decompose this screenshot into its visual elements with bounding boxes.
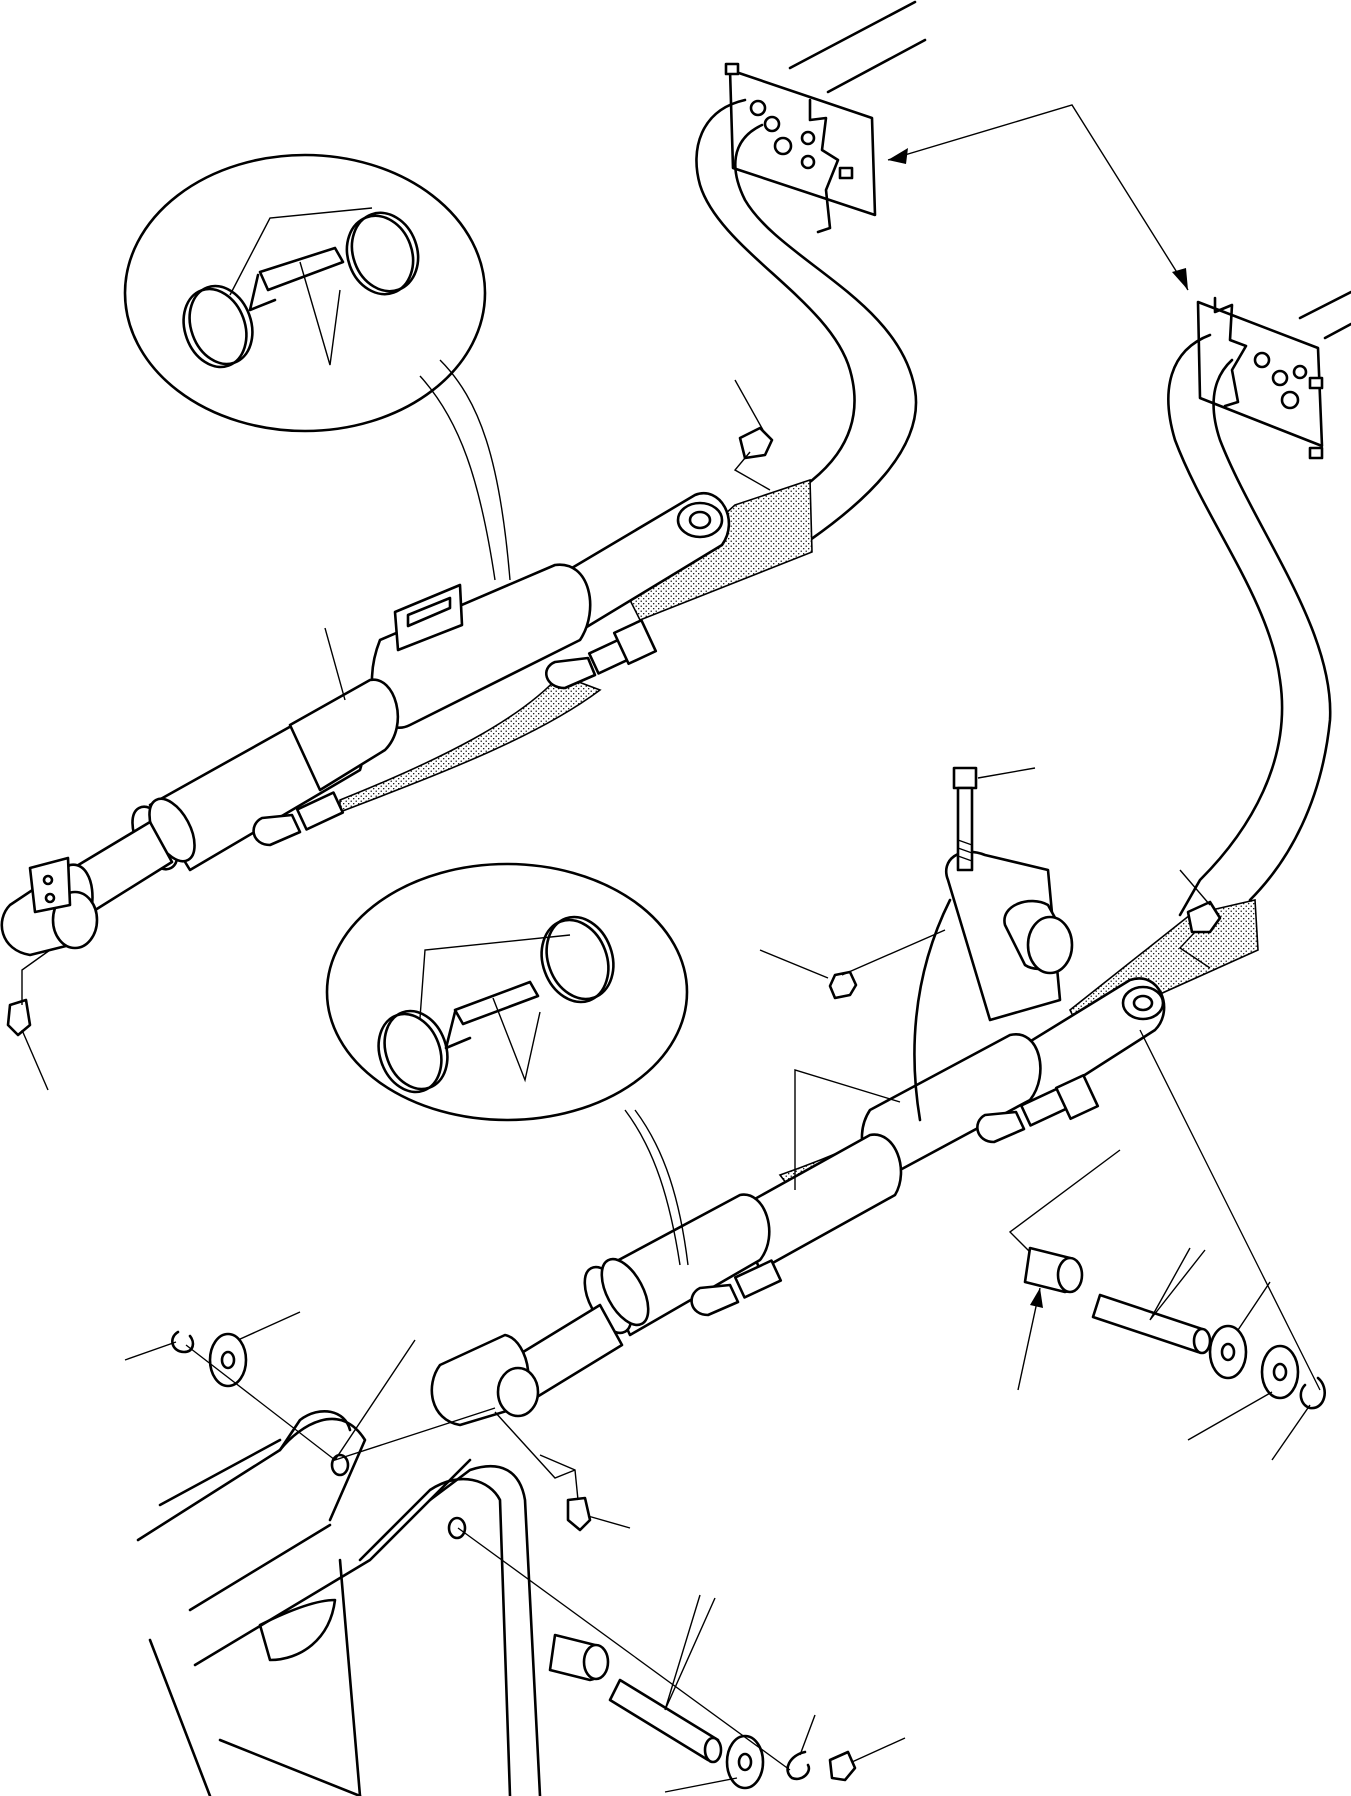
pin-axis-bottom: [457, 1527, 791, 1771]
pin-axis-right: [1139, 1029, 1321, 1391]
bracket: [913, 850, 1074, 1122]
nut: [759, 929, 946, 1000]
snap-ring-left: [124, 1330, 195, 1361]
grease-nipple-4: [539, 1454, 631, 1532]
washer-right-2: [1187, 1344, 1300, 1441]
grease-nipple-2: [6, 949, 51, 1091]
pin-axis-left: [185, 1344, 336, 1461]
boom-frame: [136, 1339, 576, 1796]
hose-clamp-detail-lower: [325, 862, 689, 1122]
hydraulic-hose-upper: [339, 98, 918, 814]
washer-bottom: [664, 1734, 765, 1793]
grease-nipple-1: [733, 379, 774, 491]
frame-rail-upper: [788, 0, 1351, 340]
lower-hydraulic-cylinder: [430, 977, 1166, 1427]
bushing-bottom: [548, 1633, 610, 1682]
mounting-plate-lower: [1196, 296, 1324, 460]
bushing-right: [1008, 1149, 1121, 1391]
washer-left: [208, 1311, 301, 1388]
grease-nipple-3: [1178, 869, 1222, 969]
hose-clamp-detail-upper: [123, 153, 487, 433]
upper-hydraulic-cylinder: [0, 359, 731, 957]
pivot-pin-bottom: [608, 1594, 723, 1764]
grease-nipple-5: [828, 1737, 906, 1782]
mounting-plate-upper: [724, 62, 877, 234]
washer-right-1: [1208, 1281, 1271, 1380]
snap-ring-bottom: [786, 1714, 816, 1781]
plate-callout-arrows: [887, 104, 1189, 291]
snap-ring-right: [1271, 1376, 1326, 1461]
pivot-pin-right: [1091, 1247, 1212, 1355]
bolt: [952, 766, 1036, 872]
